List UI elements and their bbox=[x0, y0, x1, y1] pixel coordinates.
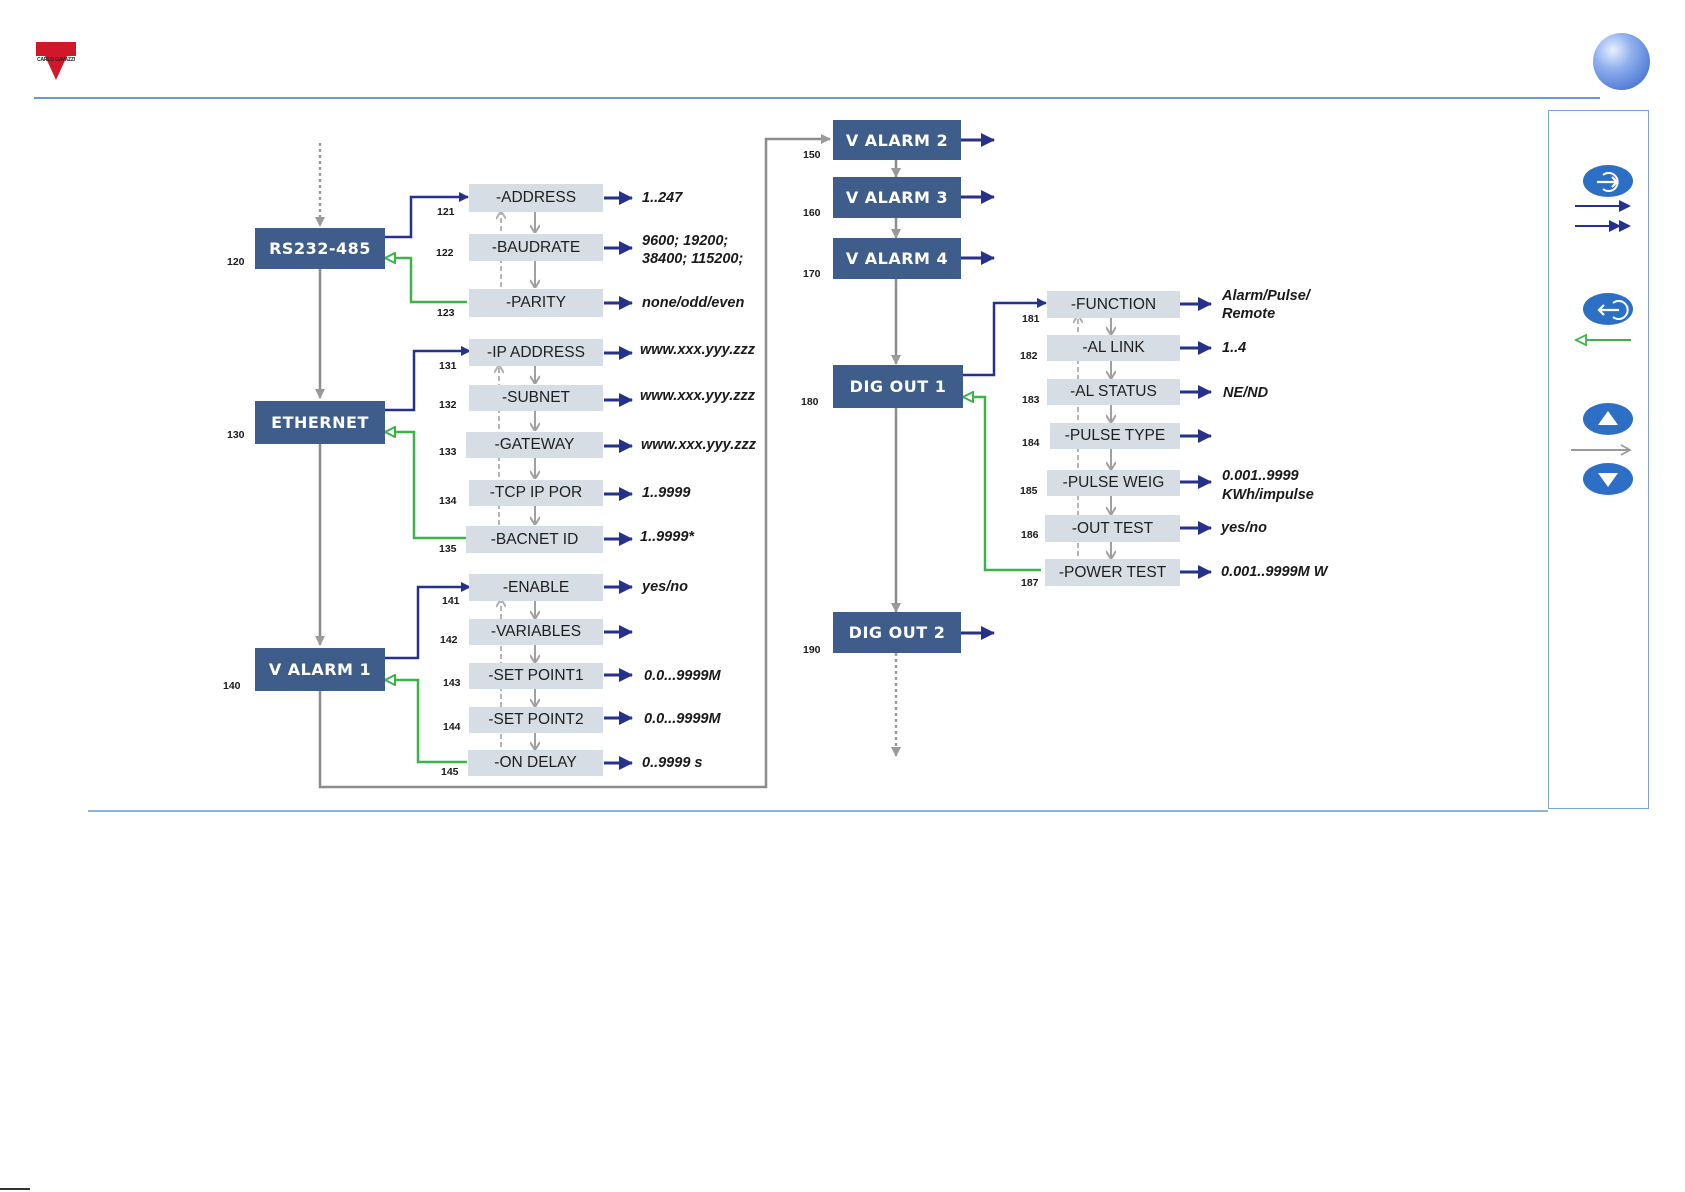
left-green-arrow-icon bbox=[1573, 333, 1631, 347]
node-code: 160 bbox=[803, 207, 821, 219]
menu-item-variables: -VARIABLES bbox=[469, 619, 603, 645]
menu-item-pulse-weig: -PULSE WEIG bbox=[1047, 470, 1180, 496]
header-sphere-icon bbox=[1593, 33, 1650, 90]
item-code: 131 bbox=[439, 360, 457, 372]
item-value: 0..9999 s bbox=[642, 755, 703, 771]
menu-item-baudrate: -BAUDRATE bbox=[469, 234, 603, 261]
node-dig-out-1: DIG OUT 1 bbox=[833, 365, 963, 408]
item-value: 0.0...9999M bbox=[644, 668, 721, 684]
node-code: 120 bbox=[227, 256, 245, 268]
item-value: 1..9999 bbox=[642, 485, 691, 501]
menu-item-al-status: -AL STATUS bbox=[1047, 379, 1180, 405]
node-code: 130 bbox=[227, 429, 245, 441]
node-ethernet: ETHERNET bbox=[255, 401, 385, 444]
item-code: 135 bbox=[439, 543, 457, 555]
item-code: 184 bbox=[1022, 437, 1040, 449]
node-v-alarm-1: V ALARM 1 bbox=[255, 648, 385, 691]
menu-item-parity: -PARITY bbox=[469, 289, 603, 317]
item-value: 1..4 bbox=[1222, 340, 1247, 356]
legend-panel bbox=[1548, 110, 1649, 809]
footer-rule bbox=[88, 810, 1548, 812]
menu-item-power-test: -POWER TEST bbox=[1045, 559, 1180, 586]
item-code: 183 bbox=[1022, 394, 1040, 406]
item-value: none/odd/even bbox=[642, 295, 745, 311]
menu-item-tcp-ip-port: -TCP IP POR bbox=[469, 480, 603, 506]
item-value: 1..9999* bbox=[640, 529, 695, 545]
right-arrow-icon bbox=[1575, 200, 1631, 212]
item-code: 185 bbox=[1020, 485, 1038, 497]
item-code: 141 bbox=[442, 595, 460, 607]
menu-item-subnet: -SUBNET bbox=[469, 385, 603, 411]
item-value: 0.0...9999M bbox=[644, 711, 721, 727]
menu-item-address: -ADDRESS bbox=[469, 184, 603, 212]
logo-triangle-icon bbox=[36, 42, 76, 80]
menu-item-gateway: -GATEWAY bbox=[466, 432, 603, 458]
item-value: Alarm/Pulse/ bbox=[1222, 288, 1310, 304]
item-value: 9600; 19200; bbox=[642, 233, 729, 249]
logo-text: CARLO GAVAZZI bbox=[37, 57, 75, 63]
item-value: www.xxx.yyy.zzz bbox=[640, 342, 755, 358]
item-code: 123 bbox=[437, 307, 455, 319]
menu-item-set-point1: -SET POINT1 bbox=[469, 663, 603, 689]
enter-button-icon bbox=[1583, 165, 1633, 197]
node-v-alarm-4: V ALARM 4 bbox=[833, 238, 961, 279]
grey-arrow-icon bbox=[1571, 444, 1632, 456]
menu-item-bacnet-id: -BACNET ID bbox=[466, 526, 603, 553]
menu-item-set-point2: -SET POINT2 bbox=[469, 707, 603, 733]
item-code: 133 bbox=[439, 446, 457, 458]
item-code: 134 bbox=[439, 495, 457, 507]
node-code: 190 bbox=[803, 644, 821, 656]
item-code: 143 bbox=[443, 677, 461, 689]
item-code: 181 bbox=[1022, 313, 1040, 325]
item-value-line2: 38400; 115200; bbox=[642, 251, 744, 267]
menu-item-pulse-type: -PULSE TYPE bbox=[1050, 423, 1180, 449]
menu-item-out-test: -OUT TEST bbox=[1045, 515, 1180, 542]
node-code: 150 bbox=[803, 149, 821, 161]
item-code: 132 bbox=[439, 399, 457, 411]
item-value-line2: KWh/impulse bbox=[1222, 487, 1314, 503]
item-code: 121 bbox=[437, 206, 455, 218]
item-code: 187 bbox=[1021, 577, 1039, 589]
item-code: 182 bbox=[1020, 350, 1038, 362]
node-rs232-485: RS232-485 bbox=[255, 228, 385, 269]
item-value: 0.001..9999M W bbox=[1221, 564, 1328, 580]
item-code: 144 bbox=[443, 721, 461, 733]
back-button-icon bbox=[1583, 293, 1633, 325]
menu-item-on-delay: -ON DELAY bbox=[468, 750, 603, 776]
node-code: 170 bbox=[803, 268, 821, 280]
double-right-arrow-icon bbox=[1575, 220, 1631, 232]
node-v-alarm-3: V ALARM 3 bbox=[833, 177, 961, 218]
up-button-icon bbox=[1583, 403, 1633, 435]
node-code: 180 bbox=[801, 396, 819, 408]
page-corner-mark bbox=[0, 1188, 30, 1190]
item-value: www.xxx.yyy.zzz bbox=[641, 437, 756, 453]
item-value: yes/no bbox=[1221, 520, 1267, 536]
item-value: NE/ND bbox=[1223, 385, 1269, 401]
menu-item-al-link: -AL LINK bbox=[1047, 335, 1180, 361]
item-value: 1..247 bbox=[642, 190, 683, 206]
item-value: 0.001..9999 bbox=[1222, 468, 1299, 484]
down-button-icon bbox=[1583, 463, 1633, 495]
item-value: www.xxx.yyy.zzz bbox=[640, 388, 755, 404]
menu-item-enable: -ENABLE bbox=[469, 574, 603, 601]
item-code: 122 bbox=[436, 247, 454, 259]
logo: CARLO GAVAZZI bbox=[34, 40, 78, 84]
node-code: 140 bbox=[223, 680, 241, 692]
item-code: 142 bbox=[440, 634, 458, 646]
header-rule bbox=[34, 97, 1600, 99]
menu-item-function: -FUNCTION bbox=[1047, 291, 1180, 318]
node-v-alarm-2: V ALARM 2 bbox=[833, 120, 961, 160]
item-code: 186 bbox=[1021, 529, 1039, 541]
item-code: 145 bbox=[441, 766, 459, 778]
menu-item-ip-address: -IP ADDRESS bbox=[469, 339, 603, 366]
item-value: yes/no bbox=[642, 579, 688, 595]
node-dig-out-2: DIG OUT 2 bbox=[833, 612, 961, 653]
item-value-line2: Remote bbox=[1222, 306, 1276, 322]
